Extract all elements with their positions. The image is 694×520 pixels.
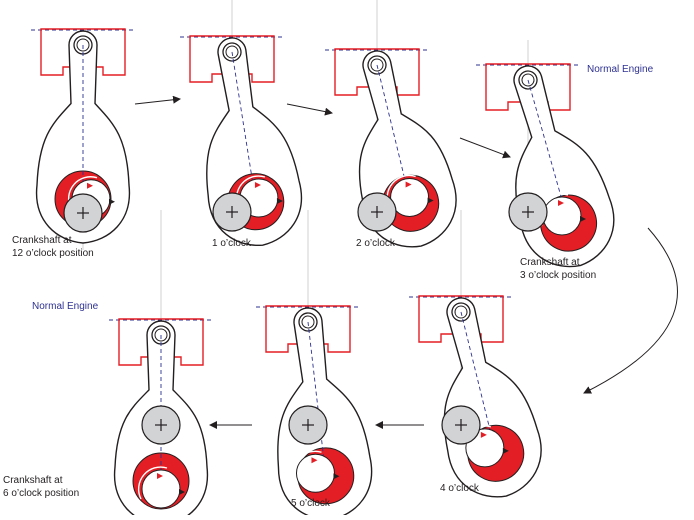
flow-arrow-2 [286,103,333,116]
marker-triangle-red [254,182,261,188]
caption-6-line-2: 6 o’clock position [3,488,80,499]
caption-2-oclock: 2 o’clock [356,238,395,249]
marker-triangle-dark [333,473,340,480]
eccentric-inner-bore [295,453,335,493]
flow-arrow-4 [583,227,678,394]
marker-triangle-red [558,200,564,206]
caption-5-oclock: 5 o’clock [291,498,330,509]
connecting-rod [358,50,457,248]
normal-engine-label-top: Normal Engine [587,64,654,75]
crank-stage-5 [256,210,373,520]
crank-stage-12 [31,28,135,250]
piston [189,35,275,83]
crank-stage-1 [180,0,303,246]
marker-triangle-dark [276,198,283,204]
piston [265,305,351,353]
marker-triangle-red [157,473,163,479]
marker-triangle-dark [502,447,509,454]
rotation-arrow [137,466,168,500]
crank-stage-2 [325,0,457,248]
normal-engine-label-bottom: Normal Engine [32,301,99,312]
caption-6-line-1: Crankshaft at [3,475,63,486]
rod-centre-line [376,64,412,204]
rod-centre-line [307,321,327,476]
flow-arrow-1 [134,95,181,105]
piston [334,48,420,96]
marker-triangle-dark [108,198,115,205]
caption-12-line-1: Crankshaft at [12,235,72,246]
eccentric-inner-bore [141,469,181,509]
flow-arrow-3 [459,137,511,159]
caption-3-oclock: Crankshaft at 3 o’clock position [520,256,596,282]
piston [118,318,204,366]
piston [418,295,504,343]
marker-triangle-red [480,431,487,438]
rod-centre-line [527,79,569,224]
connecting-rod [513,65,615,268]
marker-triangle-dark [179,489,185,495]
rotation-arrow [292,450,322,484]
connecting-rod [443,297,542,498]
marker-triangle-red [311,457,318,464]
marker-triangle-dark [580,216,586,222]
crank-stage-4 [409,210,542,498]
marker-triangle-dark [427,197,434,204]
caption-12-line-2: 12 o’clock position [12,248,94,259]
caption-1-oclock: 1 o’clock [212,238,251,249]
crank-stage-3 [476,40,615,268]
caption-4-oclock: 4 o’clock [440,483,479,494]
caption-6-oclock: Crankshaft at 6 o’clock position [3,474,79,500]
marker-triangle-red [86,182,93,189]
caption-12-oclock: Crankshaft at 12 o’clock position [12,234,94,260]
piston [40,28,126,76]
eccentric-inner-bore [390,177,430,217]
sequence-arrows [134,95,678,429]
crank-stage-6 [109,210,213,520]
marker-triangle-red [405,181,412,188]
caption-3-line-1: Crankshaft at [520,257,580,268]
caption-3-line-2: 3 o’clock position [520,270,597,281]
eccentric-inner-bore [465,428,505,468]
